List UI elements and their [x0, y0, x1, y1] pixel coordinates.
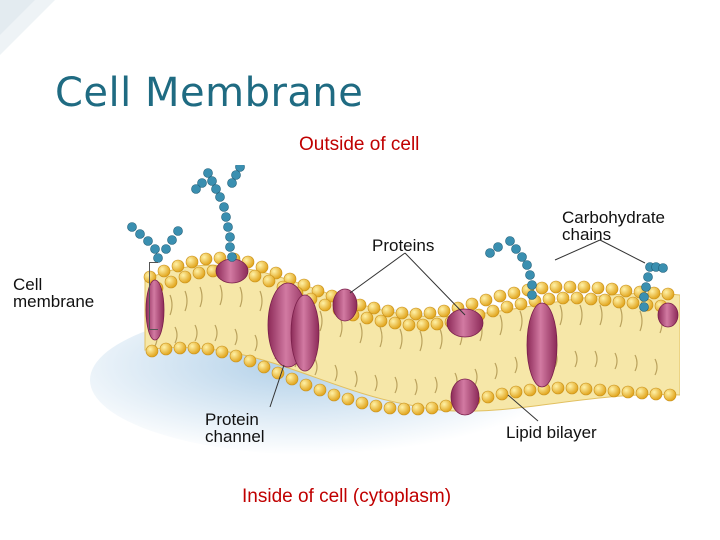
cell-membrane-bracket: [149, 262, 158, 330]
lipid-bilayer-label: Lipid bilayer: [506, 423, 597, 442]
cell-membrane-label: Cell membrane: [13, 276, 94, 310]
corner-decoration: [0, 0, 55, 55]
membrane-illustration: [90, 165, 680, 455]
membrane-protein: [145, 258, 679, 416]
page-title: Cell Membrane: [55, 70, 364, 116]
inside-of-cell-label: Inside of cell (cytoplasm): [242, 486, 452, 507]
proteins-label: Proteins: [372, 236, 435, 255]
membrane-figure: [60, 165, 680, 468]
outside-of-cell-label: Outside of cell: [299, 134, 420, 155]
lipid-heads-top: [143, 251, 675, 332]
carbohydrate-label-line2: chains: [562, 225, 612, 244]
cell-membrane-label-line2: membrane: [13, 292, 95, 311]
cell-membrane-label-line1: Cell: [13, 275, 43, 294]
carbohydrate-label-line1: Carbohydrate: [562, 208, 666, 227]
protein-channel-label-line1: Protein: [205, 410, 259, 429]
protein-channel-label: Protein channel: [205, 411, 265, 445]
carbohydrate-chains-label: Carbohydrate chains: [562, 209, 665, 243]
leader-lines: [269, 239, 646, 422]
carbohydrate-chains: [127, 165, 668, 312]
protein-channel-label-line2: channel: [205, 427, 265, 446]
